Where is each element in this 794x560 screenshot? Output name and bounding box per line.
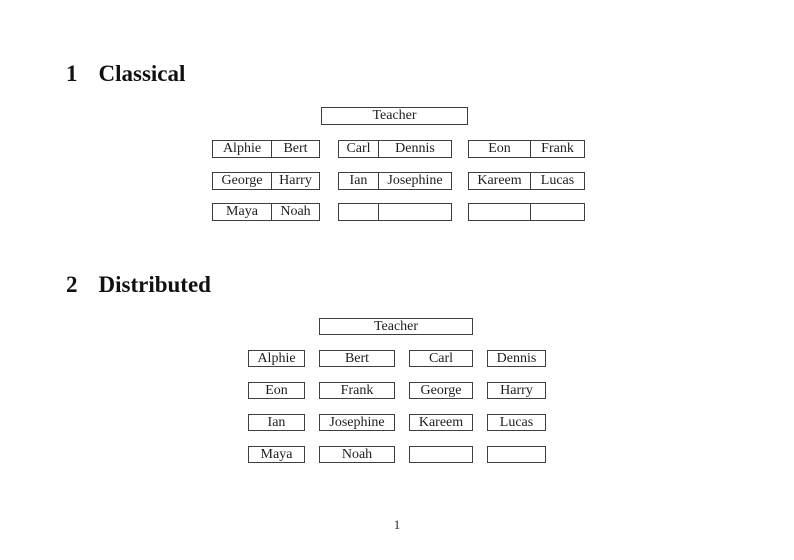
student-name: Maya xyxy=(213,204,272,220)
desk-pair: Alphie Bert xyxy=(212,140,320,158)
student-name: Eon xyxy=(469,141,531,157)
desk-pair-empty xyxy=(468,203,585,221)
student-name: Harry xyxy=(279,173,312,188)
desk-pair: Kareem Lucas xyxy=(468,172,585,190)
desk-single: Frank xyxy=(319,382,395,399)
student-name: Josephine xyxy=(387,173,443,188)
desk-pair-empty xyxy=(338,203,452,221)
section-heading-distributed: 2 Distributed xyxy=(66,272,211,297)
student-name: George xyxy=(213,173,272,189)
desk-single: Lucas xyxy=(487,414,546,431)
student-name: Lucas xyxy=(540,173,575,188)
student-name: Kareem xyxy=(469,173,531,189)
desk-single: Alphie xyxy=(248,350,305,367)
student-name-empty xyxy=(339,204,379,220)
student-name: Dennis xyxy=(395,141,435,156)
desk-pair: Carl Dennis xyxy=(338,140,452,158)
desk-single: Dennis xyxy=(487,350,546,367)
student-name-empty xyxy=(531,204,584,220)
teacher-label: Teacher xyxy=(372,108,417,123)
student-name: Carl xyxy=(339,141,379,157)
desk-single: Bert xyxy=(319,350,395,367)
student-name-empty xyxy=(469,204,531,220)
section-title: Classical xyxy=(98,61,186,86)
section-number: 2 xyxy=(66,272,78,297)
desk-single: Josephine xyxy=(319,414,395,431)
desk-single: Noah xyxy=(319,446,395,463)
teacher-box: Teacher xyxy=(321,107,468,125)
desk-single-empty xyxy=(409,446,473,463)
section-heading-classical: 1 Classical xyxy=(66,61,185,86)
desk-single: Harry xyxy=(487,382,546,399)
student-name: Frank xyxy=(541,141,574,156)
desk-pair: George Harry xyxy=(212,172,320,190)
desk-single: Maya xyxy=(248,446,305,463)
desk-single: Kareem xyxy=(409,414,473,431)
desk-single: Ian xyxy=(248,414,305,431)
desk-pair: Ian Josephine xyxy=(338,172,452,190)
desk-single-empty xyxy=(487,446,546,463)
teacher-label: Teacher xyxy=(373,318,419,334)
teacher-box: Teacher xyxy=(319,318,473,335)
student-name: Alphie xyxy=(213,141,272,157)
desk-pair: Maya Noah xyxy=(212,203,320,221)
student-name: Noah xyxy=(280,204,311,219)
desk-pair: Eon Frank xyxy=(468,140,585,158)
desk-single: George xyxy=(409,382,473,399)
page-number: 1 xyxy=(393,517,401,532)
desk-single: Carl xyxy=(409,350,473,367)
student-name: Bert xyxy=(283,141,308,156)
student-name: Ian xyxy=(339,173,379,189)
section-title: Distributed xyxy=(98,272,211,297)
desk-single: Eon xyxy=(248,382,305,399)
student-name-empty xyxy=(379,204,451,220)
section-number: 1 xyxy=(66,61,78,86)
